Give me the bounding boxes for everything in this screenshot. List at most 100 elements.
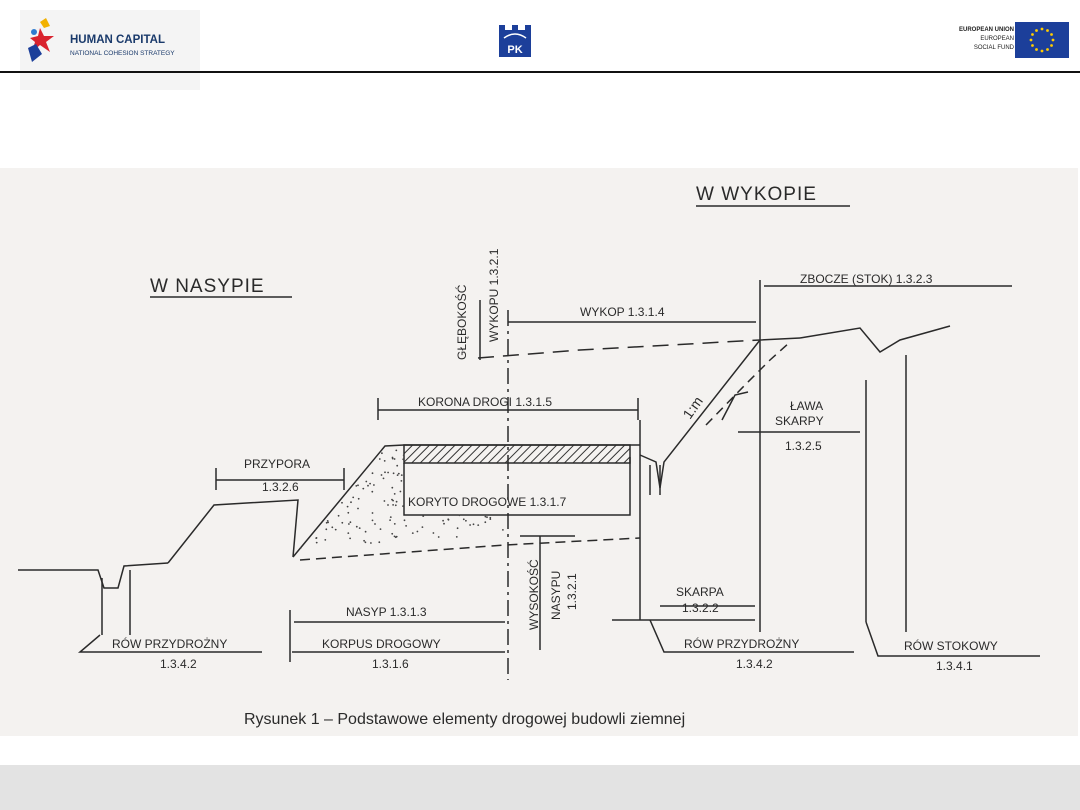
stipple-dot: [383, 460, 386, 462]
stipple-dot: [365, 480, 368, 483]
stipple-dot: [364, 530, 367, 533]
stipple-dot: [355, 485, 358, 487]
eu-star-icon: [1035, 29, 1038, 32]
label-row-mid: RÓW PRZYDROŻNY: [684, 636, 799, 651]
stipple-dot: [370, 542, 372, 544]
stipple-dot: [391, 498, 393, 501]
stipple-dot: [355, 525, 358, 528]
label-glebokosc: GŁĘBOKOŚĆ: [454, 284, 469, 360]
label-nasypu: NASYPU: [549, 571, 563, 620]
label-w-nasypie: W NASYPIE: [150, 276, 265, 297]
stipple-dot: [416, 530, 419, 533]
eu-line1: EUROPEAN UNION: [958, 27, 1014, 33]
human-capital-logo: HUMAN CAPITAL NATIONAL COHESION STRATEGY: [20, 10, 200, 90]
stipple-dot: [402, 454, 405, 457]
stipple-dot: [396, 474, 399, 476]
label-slope: 1:m: [679, 393, 705, 421]
eu-star-icon: [1046, 48, 1049, 51]
stipple-dot: [337, 514, 340, 517]
stipple-dot: [458, 514, 461, 517]
stipple-dot: [392, 504, 394, 506]
stipple-dot: [447, 518, 450, 521]
stipple-dot: [393, 493, 396, 495]
stipple-dot: [349, 521, 352, 524]
eu-star-icon: [1040, 27, 1044, 31]
stipple-dot: [349, 537, 351, 540]
stipple-dot: [324, 539, 327, 541]
stipple-dot: [348, 523, 350, 525]
stipple-dot: [347, 511, 350, 514]
stipple-dot: [325, 521, 328, 524]
stipple-dot: [373, 484, 375, 486]
stipple-dot: [422, 515, 425, 517]
stipple-dot: [341, 501, 343, 504]
stipple-dot: [379, 528, 382, 530]
stipple-dot: [484, 515, 487, 518]
eu-star-icon: [1031, 33, 1034, 36]
stipple-dot: [477, 524, 480, 526]
stipple-dot: [383, 500, 386, 502]
stipple-dot: [341, 521, 344, 524]
header-divider: [0, 71, 1080, 73]
pk-university-logo: PK: [499, 25, 531, 57]
stipple-dot: [334, 528, 337, 531]
stipple-dot: [325, 528, 328, 531]
stipple-dot: [391, 457, 394, 460]
stipple-dot: [397, 472, 400, 475]
eu-text-block: EUROPEAN UNION EUROPEAN SOCIAL FUND: [959, 26, 1014, 53]
label-przypora-num: 1.3.2.6: [262, 480, 299, 494]
stipple-dot: [393, 523, 396, 525]
stipple-dot: [391, 532, 394, 535]
eu-star-icon: [1035, 48, 1038, 51]
stipple-dot: [484, 521, 487, 524]
label-wykop: WYKOP 1.3.1.4: [580, 305, 665, 319]
stipple-dot: [411, 532, 414, 534]
label-wysokosc: WYSOKOŚĆ: [526, 559, 541, 630]
stipple-dot: [331, 526, 334, 529]
stipple-dot: [367, 484, 369, 487]
eu-line2: EUROPEAN: [980, 36, 1014, 42]
stipple-dot: [357, 507, 359, 510]
stipple-dot: [327, 521, 329, 524]
eu-star-icon: [1050, 44, 1053, 47]
stipple-dot: [489, 516, 492, 519]
stipple-dot: [358, 527, 361, 529]
eu-star-icon: [1040, 49, 1044, 53]
diagram-caption: Rysunek 1 – Podstawowe elementy drogowej…: [244, 711, 685, 728]
stipple-dot: [350, 501, 352, 504]
eu-star-icon: [1050, 33, 1053, 36]
stipple-dot: [395, 535, 398, 538]
stipple-dot: [387, 504, 389, 506]
stipple-dot: [437, 536, 440, 538]
eu-line3: SOCIAL FUND: [973, 45, 1014, 51]
stipple-dot: [326, 520, 329, 522]
hc-subtitle: NATIONAL COHESION STRATEGY: [70, 50, 175, 57]
stipple-dot: [315, 537, 318, 539]
stipple-dot: [502, 529, 504, 531]
label-zbocze: ZBOCZE (STOK) 1.3.2.3: [800, 272, 933, 286]
star-logo-icon: [28, 18, 54, 62]
footer-bar: [0, 765, 1080, 810]
label-nasyp: NASYP 1.3.1.3: [346, 605, 427, 619]
stipple-dot: [399, 490, 402, 493]
stipple-dot: [392, 472, 395, 475]
stipple-dot: [384, 471, 386, 474]
stipple-dot: [352, 496, 355, 499]
stipple-dot: [378, 458, 381, 460]
stipple-dot: [456, 527, 459, 530]
label-skarpa-num: 1.3.2.2: [682, 601, 719, 615]
label-row-left: RÓW PRZYDROŻNY: [112, 636, 227, 651]
eu-flag-icon: [1015, 22, 1069, 58]
stipple-dot: [405, 525, 407, 527]
stipple-dot: [442, 519, 444, 522]
stipple-dot: [315, 541, 318, 544]
stipple-dot: [393, 458, 396, 460]
stipple-dot: [371, 490, 374, 493]
label-nasypu-num: 1.3.2.1: [565, 573, 579, 610]
stipple-dot: [432, 532, 435, 534]
stipple-dot: [363, 539, 365, 542]
stipple-dot: [421, 526, 424, 528]
eu-star-icon: [1051, 38, 1055, 42]
stipple-dot: [402, 458, 405, 461]
label-row-stok: RÓW STOKOWY: [904, 638, 998, 653]
